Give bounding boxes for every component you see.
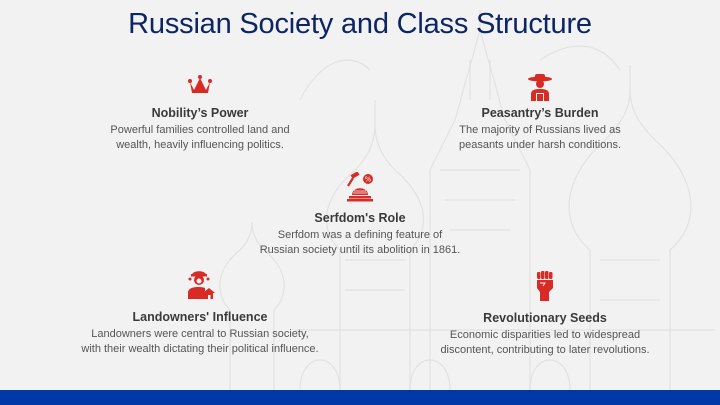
card-description: Landowners were central to Russian socie… <box>81 328 319 355</box>
raised-fist-icon <box>537 271 553 301</box>
landowner-icon <box>188 271 215 299</box>
card-title: Revolutionary Seeds <box>483 311 607 325</box>
slide-title: Russian Society and Class Structure <box>128 8 592 40</box>
card-revolutionary: Revolutionary Seeds Economic disparities… <box>405 271 685 357</box>
peasant-icon <box>528 74 552 101</box>
card-nobility: Nobility’s Power Powerful families contr… <box>80 73 320 152</box>
card-serfdom: % Serfdom's Role Serfdom was a defining … <box>230 172 490 257</box>
gavel-law-icon: % <box>347 172 373 202</box>
card-peasantry: Peasantry’s Burden The majority of Russi… <box>420 73 660 152</box>
crown-icon <box>188 75 212 93</box>
card-title: Serfdom's Role <box>314 211 406 225</box>
card-title: Landowners' Influence <box>132 310 268 324</box>
card-title: Nobility’s Power <box>151 106 249 120</box>
card-title: Peasantry’s Burden <box>481 106 599 120</box>
card-landowners: Landowners' Influence Landowners were ce… <box>60 269 340 356</box>
footer-bar <box>0 390 720 405</box>
svg-text:%: % <box>365 176 372 184</box>
